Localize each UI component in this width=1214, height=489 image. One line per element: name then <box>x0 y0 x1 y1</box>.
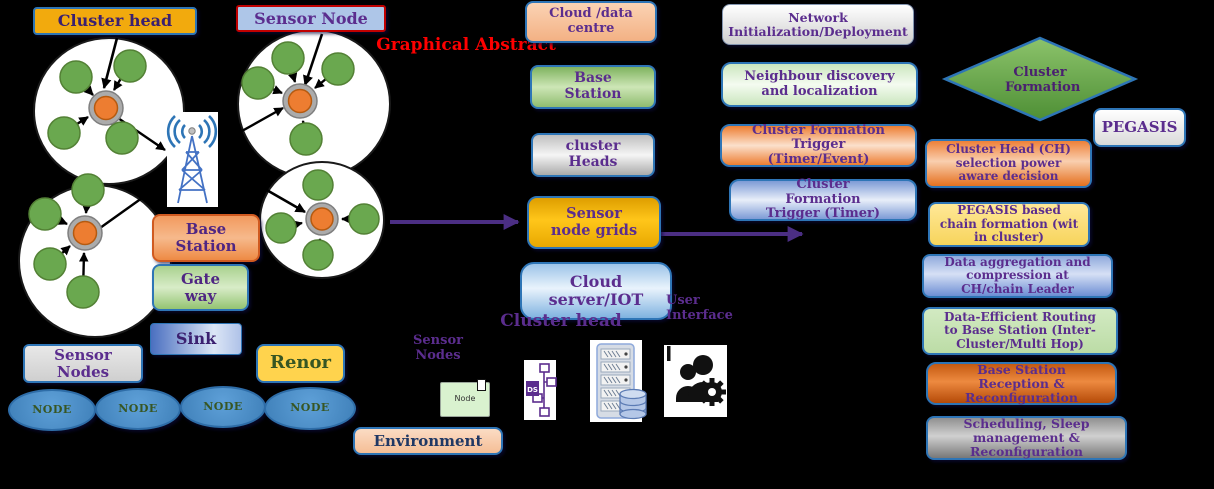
server-tower-icon <box>590 340 647 422</box>
node-label: NODE <box>290 401 330 415</box>
stage-label: Data aggregation and compression at CH/c… <box>944 254 1091 296</box>
cluster-heads-box: cluster Heads <box>531 133 655 177</box>
flow-step-neighbour-discovery: Neighbour discovery and localization <box>721 62 918 107</box>
legend-sensor-node-label: Sensor Node <box>254 8 368 28</box>
base-station-left-label: Base Station <box>175 220 237 255</box>
sensor-nodes-mid-label: Sensor Nodes <box>413 333 463 363</box>
stage-scheduling-sleep: Scheduling, Sleep management & Reconfigu… <box>926 416 1127 460</box>
node-oval-4: NODE <box>264 387 356 430</box>
user-interface-label: User Interface <box>666 293 733 323</box>
pegasis-box: PEGASIS <box>1093 108 1186 147</box>
stage-pegasis-chain: PEGASIS based chain formation (wit in cl… <box>928 202 1090 247</box>
sensor-nodes-left-box: Sensor Nodes <box>23 344 143 383</box>
sensor-node-grids-label: Sensor node grids <box>550 205 638 239</box>
sensor-nodes-left-label: Sensor Nodes <box>54 345 112 381</box>
stage-ch-selection: Cluster Head (CH) selection power aware … <box>925 139 1092 188</box>
renor-box: Renor <box>256 344 345 383</box>
stage-label: PEGASIS based chain formation (wit in cl… <box>939 203 1079 245</box>
flow-step-label: Cluster Formation Trigger (Timer/Event) <box>752 122 885 167</box>
page-glyph-icon <box>477 379 486 391</box>
cloud-server-iot-box: Cloud server/IOT <box>520 262 672 320</box>
environment-label: Environment <box>373 431 483 450</box>
node-oval-1: NODE <box>8 389 96 431</box>
stage-label: Data-Efficient Routing to Base Station (… <box>944 309 1096 351</box>
radio-tower-icon <box>166 112 218 207</box>
sensor-node-grids-box: Sensor node grids <box>527 196 661 249</box>
flow-step-network-init: Network Initialization/Deployment <box>722 4 914 45</box>
stage-data-efficient-routing: Data-Efficient Routing to Base Station (… <box>922 307 1118 355</box>
sink-box: Sink <box>150 323 242 355</box>
page-title: Graphical Abstract <box>376 35 556 55</box>
node-label: NODE <box>118 401 158 415</box>
node-oval-3: NODE <box>180 386 266 428</box>
cluster-head-mid-label: Cluster head <box>500 311 622 331</box>
cluster-4 <box>257 161 385 279</box>
stage-label: Scheduling, Sleep management & Reconfigu… <box>963 416 1090 459</box>
stage-label: Base Station Reception & Reconfiguration <box>965 361 1078 405</box>
cluster-3 <box>18 173 172 338</box>
base-station-mid-label: Base Station <box>564 70 622 102</box>
diamond-text: Cluster Formation <box>1005 65 1081 95</box>
stage-label: Cluster Head (CH) selection power aware … <box>946 142 1071 184</box>
stage-data-aggregation: Data aggregation and compression at CH/c… <box>922 254 1113 298</box>
renor-label: Renor <box>270 352 331 374</box>
node-icon: Node <box>440 379 490 417</box>
cloud-data-centre-label: Cloud /data centre <box>549 6 633 36</box>
users-gear-icon <box>664 345 727 417</box>
legend-sensor-node: Sensor Node <box>236 5 386 32</box>
base-station-left-box: Base Station <box>152 214 260 262</box>
cloud-server-iot-label: Cloud server/IOT <box>548 272 644 309</box>
database-icon <box>619 388 647 420</box>
cloud-data-centre-box: Cloud /data centre <box>525 1 657 43</box>
flow-step-trigger-timer: Cluster Formation Trigger (Timer) <box>729 177 917 222</box>
cluster-formation-diamond-label: Cluster Formation <box>990 58 1090 104</box>
node-oval-2: NODE <box>95 388 181 430</box>
legend-cluster-head: Cluster head <box>33 7 197 35</box>
gear-icon <box>698 378 726 406</box>
node-label: NODE <box>32 402 72 416</box>
flow-step-trigger-timer-event: Cluster Formation Trigger (Timer/Event) <box>720 122 917 167</box>
base-station-mid-box: Base Station <box>530 65 656 109</box>
sink-label: Sink <box>175 329 217 349</box>
node-label: NODE <box>203 399 243 413</box>
gateway-label: Gate way <box>180 269 220 305</box>
ds-icon-label: DS <box>527 386 538 394</box>
legend-cluster-head-label: Cluster head <box>57 11 173 31</box>
flow-step-label: Neighbour discovery and localization <box>744 68 895 99</box>
cluster-heads-label: cluster Heads <box>565 138 621 170</box>
flow-step-label: Cluster Formation Trigger (Timer) <box>765 177 881 222</box>
cluster-1 <box>33 37 185 185</box>
flow-step-label: Network Initialization/Deployment <box>728 9 908 39</box>
stage-bs-reception: Base Station Reception & Reconfiguration <box>926 362 1117 405</box>
environment-box: Environment <box>353 427 503 455</box>
node-icon-label: Node <box>454 394 476 404</box>
data-structure-icon: DS <box>524 360 557 420</box>
pegasis-label: PEGASIS <box>1101 118 1178 137</box>
gateway-box: Gate way <box>152 264 249 311</box>
